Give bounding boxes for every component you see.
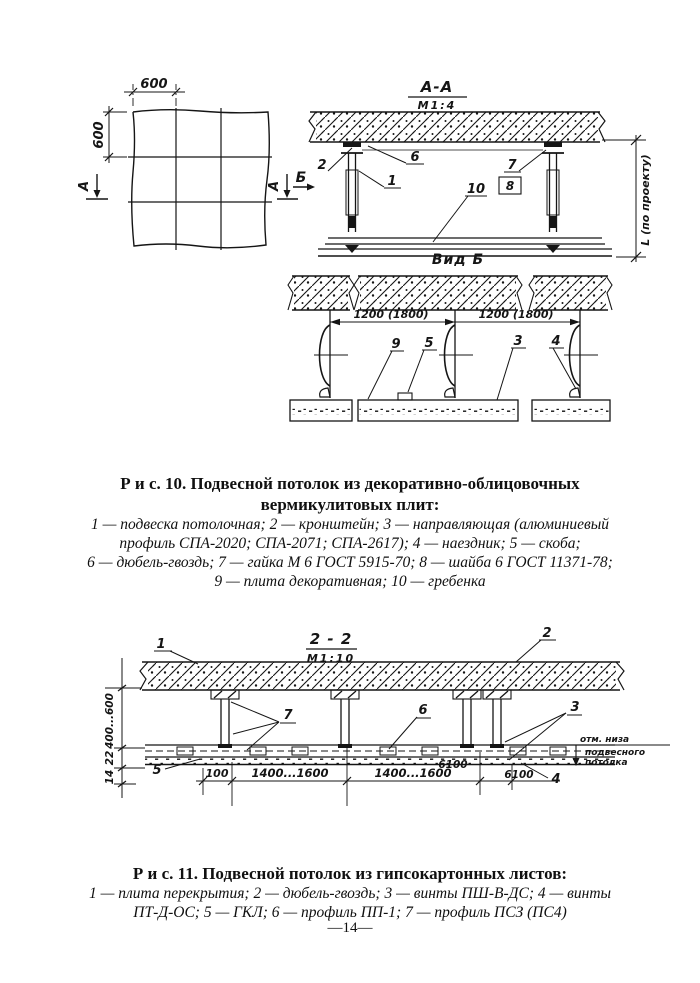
section-22-title: 2 - 2 bbox=[310, 630, 353, 648]
hanger-right bbox=[542, 142, 564, 253]
callout-6: 6 bbox=[410, 150, 419, 165]
page-number: —14— bbox=[327, 920, 373, 936]
fig10-legend-line2: профиль СПА-2020; СПА-2071; СПА-2617); 4… bbox=[119, 535, 581, 552]
fig11-dim-profile: 22 bbox=[104, 751, 116, 766]
fig10-section-aa bbox=[293, 96, 646, 263]
fig11-callout-4: 4 bbox=[550, 772, 560, 787]
bottom-dim-chain bbox=[196, 748, 560, 806]
callout-10: 10 bbox=[467, 182, 485, 197]
fig11-dim-1400-1600-b: 1400...1600 bbox=[374, 766, 451, 780]
view-b-panels bbox=[289, 392, 611, 422]
hanger-left bbox=[341, 142, 363, 253]
fig11-callout-6: 6 bbox=[418, 703, 427, 718]
fig11-legend-line2: ПТ-Д-ОС; 5 — ГКЛ; 6 — профиль ПП-1; 7 — … bbox=[133, 904, 567, 921]
callout-1: 1 bbox=[387, 174, 396, 189]
fig10-caption: Р и с. 10. Подвесной потолок из декорати… bbox=[30, 473, 670, 591]
section-aa-height-dim: L (по проекту) bbox=[639, 154, 652, 245]
fig10-caption-title-line1: Р и с. 10. Подвесной потолок из декорати… bbox=[120, 474, 580, 493]
section-aa-view-marker: Б bbox=[296, 170, 307, 186]
callout-7: 7 bbox=[507, 158, 517, 173]
view-b-dim-2: 1200 (1800) bbox=[478, 308, 553, 321]
callout-8: 8 bbox=[506, 179, 514, 193]
plan-dim-left: 600 bbox=[92, 121, 107, 148]
fig11-caption: Р и с. 11. Подвесной потолок из гипсокар… bbox=[30, 863, 670, 922]
fig11-callout-5: 5 bbox=[152, 763, 161, 778]
section-22-scale: М1:10 bbox=[307, 652, 355, 665]
fig11-dim-1400-1600-a: 1400...1600 bbox=[251, 766, 328, 780]
fig11-callout-7: 7 bbox=[283, 708, 293, 723]
fig11-callout-1: 1 bbox=[156, 637, 165, 652]
fig10-plan-view bbox=[86, 84, 298, 250]
view-b-pendants bbox=[314, 310, 598, 398]
fig10-view-b bbox=[287, 275, 613, 422]
fig11-dim-board: 14 bbox=[104, 770, 116, 785]
left-dim-chain bbox=[105, 658, 145, 798]
elevation-note-3: потолка bbox=[585, 758, 628, 768]
fig11-dim-6100-b: 6100 bbox=[504, 769, 533, 781]
fig11-caption-title: Р и с. 11. Подвесной потолок из гипсокар… bbox=[132, 864, 568, 883]
plan-section-marker-left: А bbox=[77, 181, 92, 192]
view-b-dim-1: 1200 (1800) bbox=[353, 308, 428, 321]
callout-3: 3 bbox=[513, 334, 522, 349]
view-b-title: Вид Б bbox=[432, 252, 484, 268]
section-aa-scale: М1:4 bbox=[418, 99, 457, 112]
plan-section-marker-right: А bbox=[267, 181, 282, 192]
fig10-legend-line3: 6 — дюбель-гвоздь; 7 — гайка М 6 ГОСТ 59… bbox=[87, 554, 613, 571]
callout-4: 4 bbox=[550, 334, 560, 349]
anchors-and-studs bbox=[210, 689, 512, 748]
fig11-legend-line1: 1 — плита перекрытия; 2 — дюбель-гвоздь;… bbox=[88, 885, 612, 902]
fig11-section-22 bbox=[105, 639, 670, 806]
plan-dim-top: 600 bbox=[140, 77, 167, 92]
ceiling-band bbox=[145, 744, 615, 766]
callout-9: 9 bbox=[391, 337, 400, 352]
section-aa-title: А-А bbox=[420, 78, 453, 96]
view-b-slabs bbox=[287, 275, 613, 311]
fig10-legend-line4: 9 — плита декоративная; 10 — гребенка bbox=[214, 573, 486, 590]
fig10-caption-title-line2: вермикулитовых плит: bbox=[260, 495, 440, 514]
fig10-legend-line1: 1 — подвеска потолочная; 2 — кронштейн; … bbox=[90, 516, 610, 533]
elevation-note-2: подвесного bbox=[585, 748, 645, 758]
callout-2: 2 bbox=[317, 158, 326, 173]
callout-5: 5 bbox=[424, 336, 433, 351]
fig11-dim-100: 100 bbox=[206, 767, 229, 780]
fig11-callout-3: 3 bbox=[570, 700, 579, 715]
fig11-dim-6100-a: 6100 bbox=[438, 759, 467, 771]
fig11-dim-suspension: 400...600 bbox=[104, 693, 116, 750]
fig11-callout-2: 2 bbox=[542, 626, 551, 641]
elevation-note-1: отм. низа bbox=[580, 735, 629, 745]
